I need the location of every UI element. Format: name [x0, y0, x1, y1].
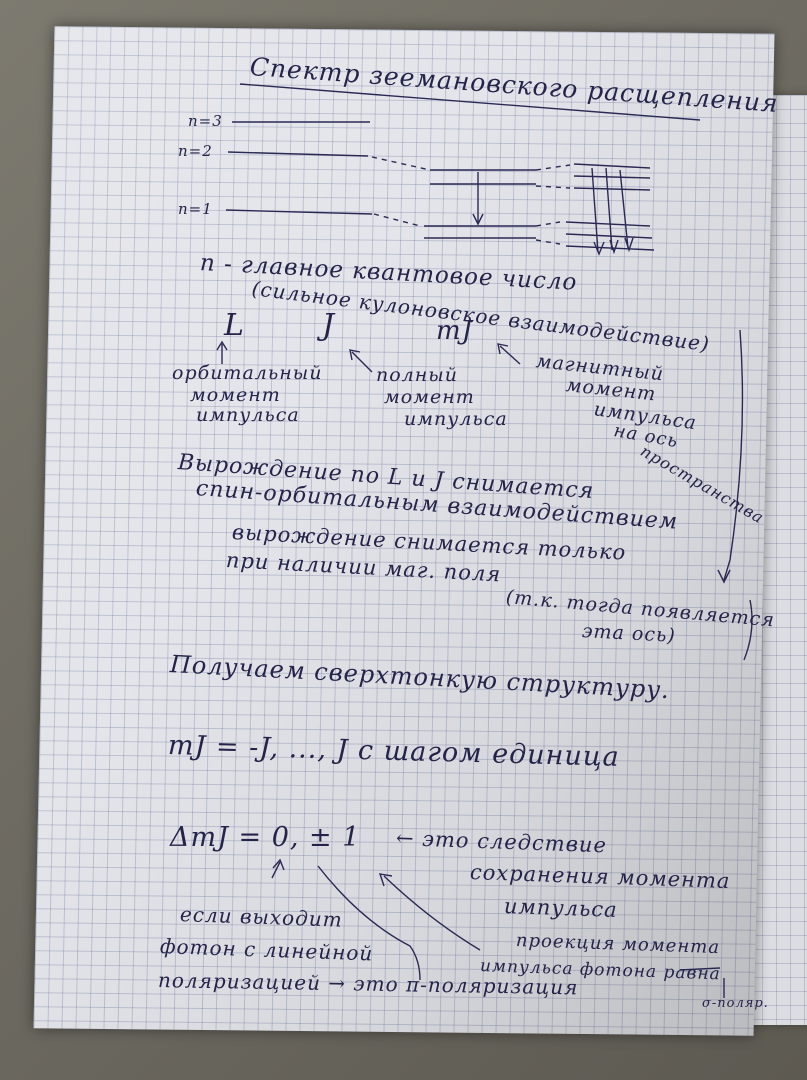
level-label-n2: n=2: [178, 142, 213, 160]
connector-n1: [373, 213, 421, 227]
label-orbital-2: момент: [190, 384, 281, 406]
level-n1-line: [225, 209, 373, 215]
label-total-2: момент: [384, 386, 475, 408]
symbol-L: L: [224, 308, 245, 343]
symbol-J: J: [322, 308, 336, 343]
selection-rule: ΔmJ = 0, ± 1: [170, 822, 361, 853]
arrow-to-delta-0: [271, 861, 281, 879]
connector-fine-lower: [535, 221, 561, 245]
label-total-1: полный: [376, 364, 458, 386]
bracket-arrow: [723, 329, 744, 581]
title-underline: [239, 83, 701, 121]
label-orbital-3: импульса: [196, 404, 300, 426]
symbol-mJ: mJ: [436, 316, 474, 346]
level-label-n3: n=3: [188, 112, 223, 130]
arrow-to-J: [351, 351, 373, 373]
level-n2-line: [227, 151, 369, 157]
sigma-note: σ-поляр.: [702, 996, 769, 1011]
connector-n2: [371, 156, 431, 171]
label-total-3: импульса: [404, 408, 508, 430]
curve-to-pi: [317, 865, 421, 981]
arrow-to-mJ: [499, 345, 521, 365]
label-orbital-1: орбитальный: [172, 362, 323, 384]
conservation-line-3: импульса: [503, 894, 619, 922]
underline-sigma: [679, 967, 721, 971]
bracket-end: [743, 599, 753, 661]
connector-fine-upper: [535, 164, 571, 189]
arrow-to-pm1: [383, 875, 481, 951]
level-label-n1: n=1: [178, 200, 213, 218]
arrowheads-right: [593, 237, 634, 256]
arrowhead-middle: [472, 213, 484, 226]
